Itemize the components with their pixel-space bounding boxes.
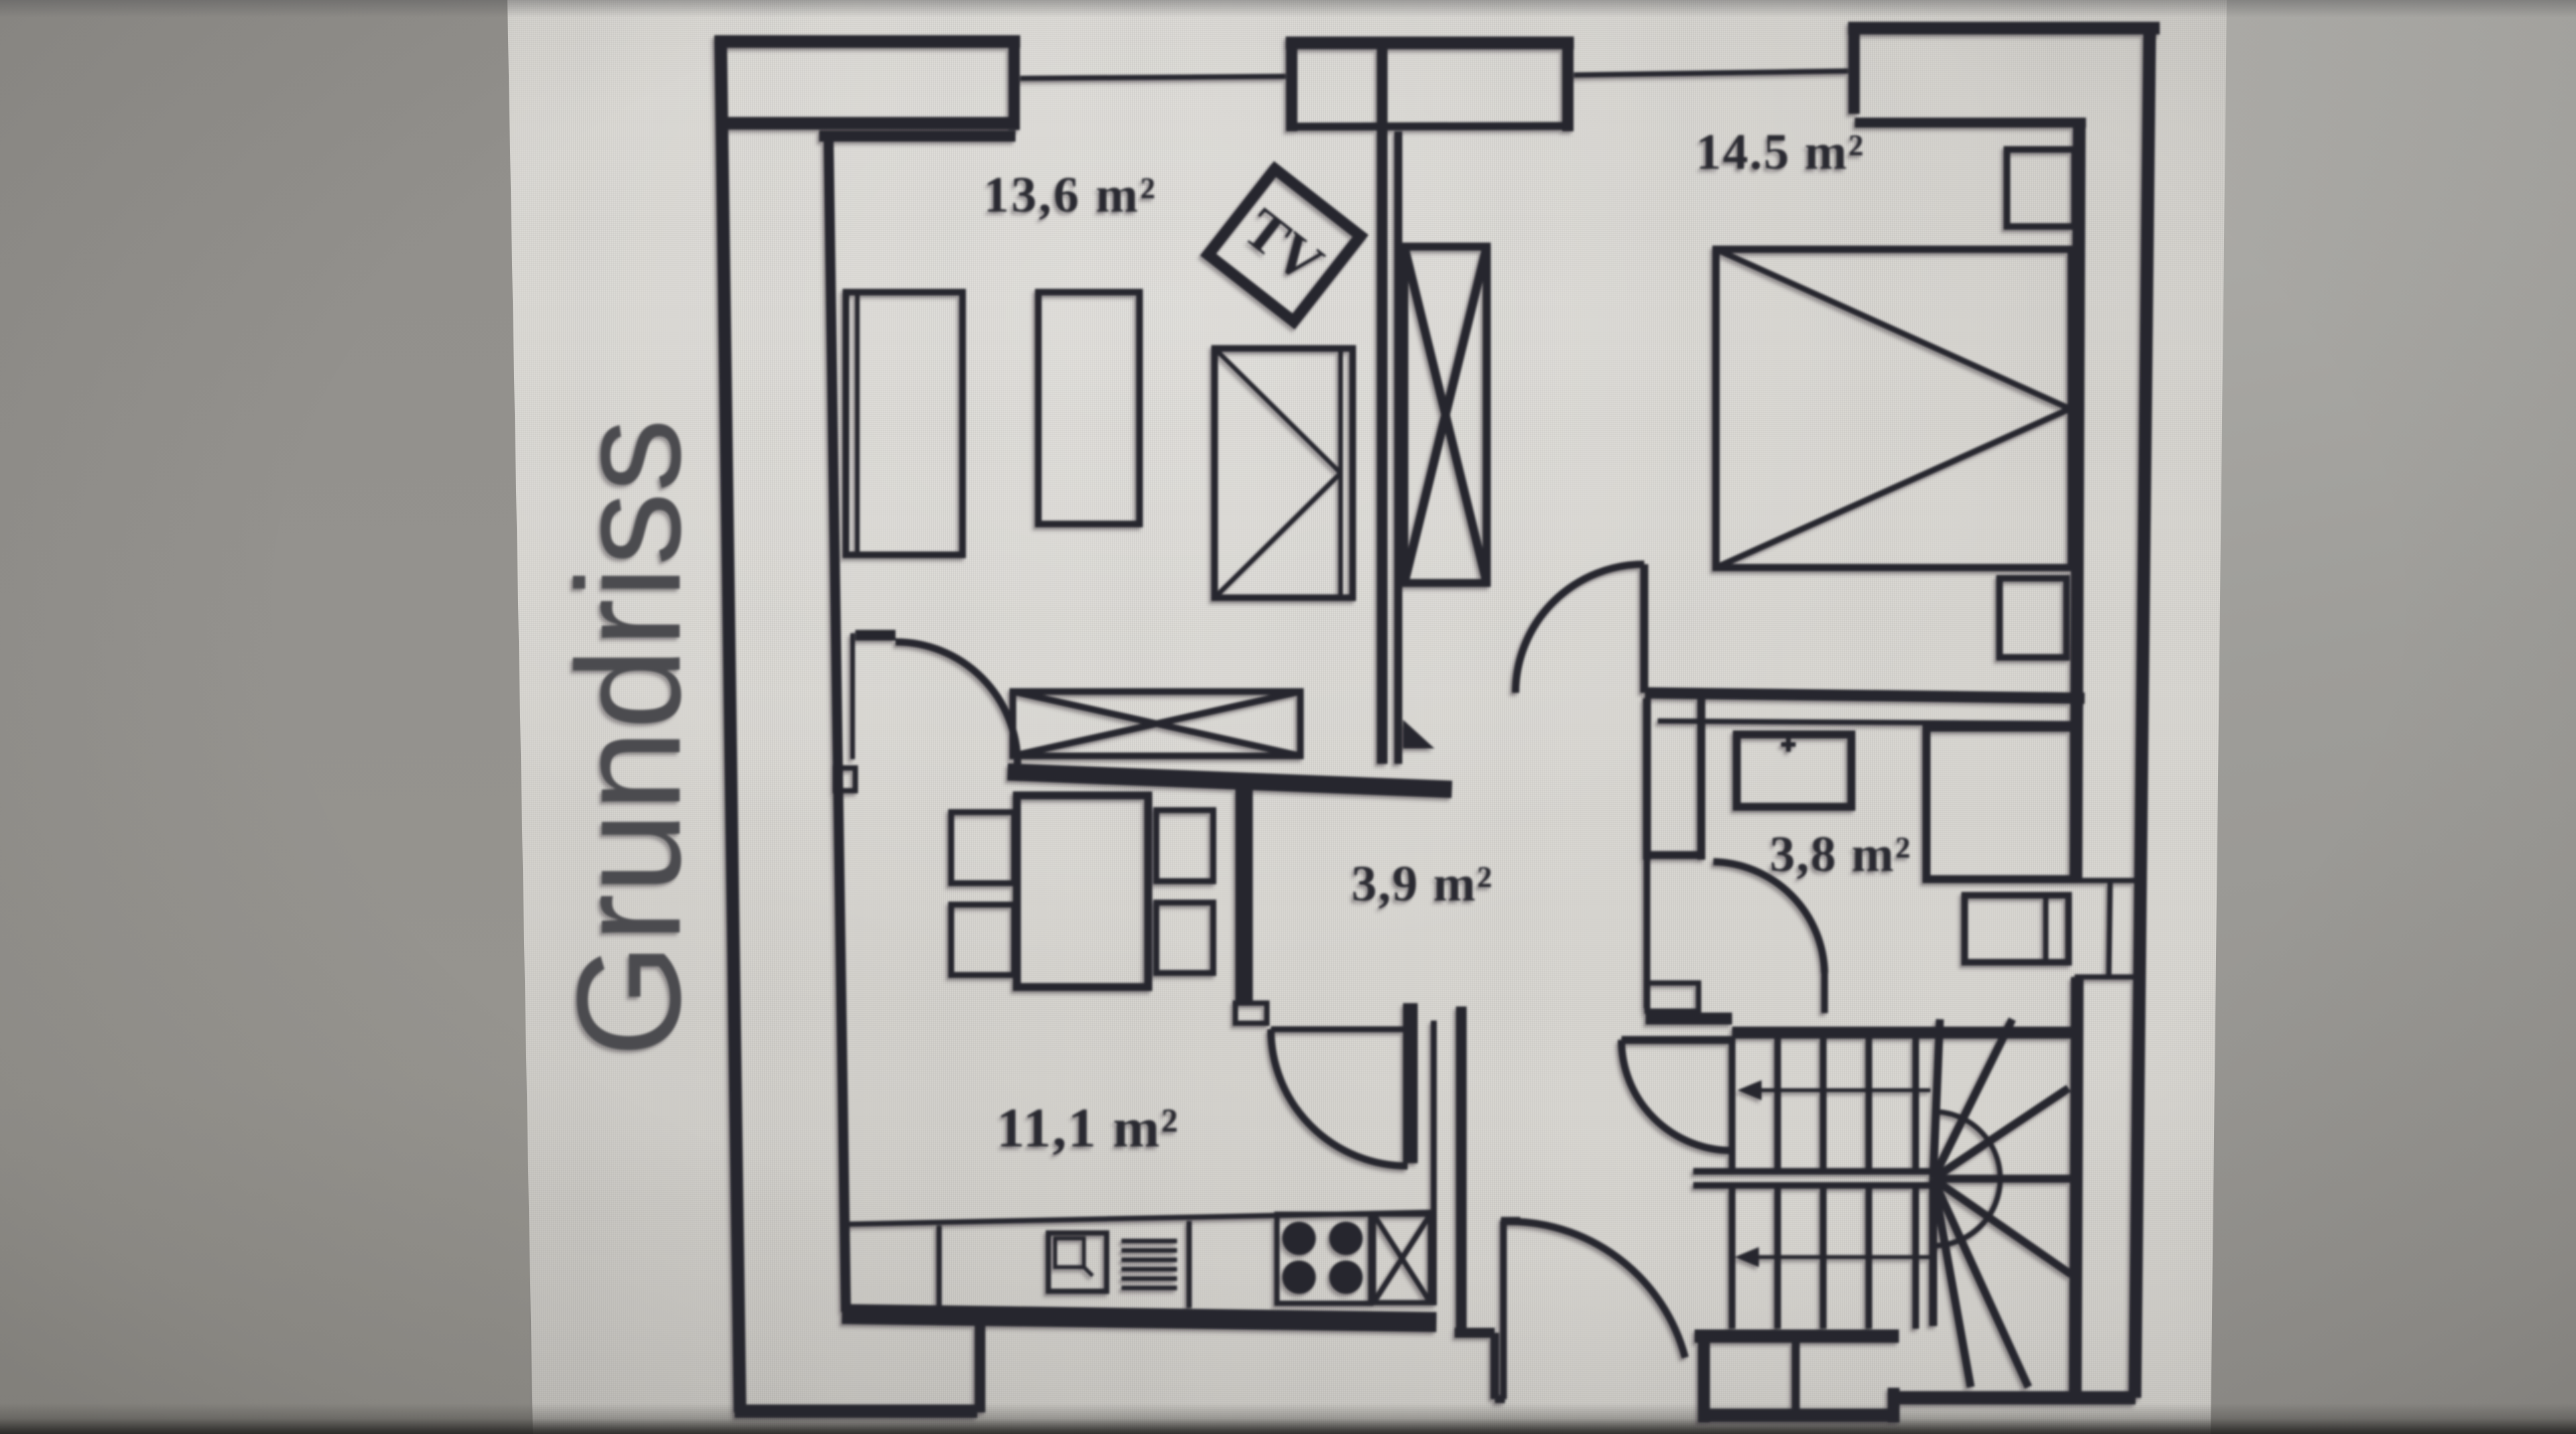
svg-text:14.5 m²: 14.5 m² — [1696, 124, 1865, 180]
svg-text:3,9 m²: 3,9 m² — [1351, 856, 1493, 912]
svg-text:11,1 m²: 11,1 m² — [997, 1097, 1180, 1159]
svg-text:Grundriss: Grundriss — [546, 418, 711, 1057]
svg-text:13,6 m²: 13,6 m² — [983, 167, 1157, 223]
svg-text:3,8 m²: 3,8 m² — [1770, 826, 1912, 883]
